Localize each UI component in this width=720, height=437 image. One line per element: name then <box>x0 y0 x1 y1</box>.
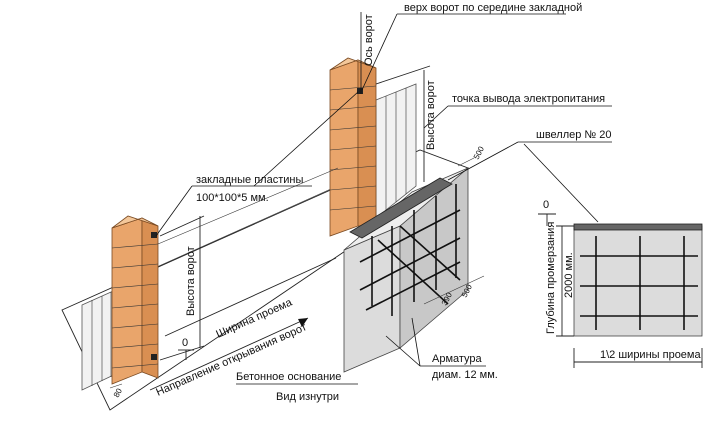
power-leader <box>423 105 449 129</box>
rebar-leader <box>411 317 421 367</box>
label-rebar: Арматура <box>432 353 483 365</box>
section-rebar <box>580 236 698 330</box>
right-pillar-top <box>329 57 377 71</box>
label-freeze-depth-value: 2000 мм. <box>563 252 575 298</box>
left-pillar-top <box>111 215 159 229</box>
right-embedded-plate <box>357 88 363 94</box>
top-center-leader <box>361 13 398 91</box>
left-height-dim-tick <box>159 345 205 361</box>
channel-beam <box>349 177 453 239</box>
label-freeze-depth: Глубина промерзания <box>545 222 557 334</box>
label-zero-left: 0 <box>182 337 188 349</box>
opening-width-dim <box>157 167 339 245</box>
section-channel <box>573 223 703 231</box>
label-rebar-diam: диам. 12 мм. <box>432 369 498 381</box>
label-zero-right: 0 <box>543 199 549 211</box>
label-channel: швеллер № 20 <box>536 129 612 141</box>
label-dim-500-top: 500 <box>472 144 486 160</box>
opening-direction-arrow <box>149 317 309 391</box>
label-gate-axis: Ось ворот <box>363 14 375 66</box>
opening-width-dim <box>164 257 337 337</box>
label-top-center: верх ворот по середине закладной <box>404 2 582 14</box>
rebar-leader <box>385 335 421 367</box>
label-concrete-base: Бетонное основание <box>236 371 341 383</box>
plates-leader <box>155 185 193 237</box>
right-height-dim-tick <box>375 65 431 85</box>
right-pillar-mortar <box>329 85 377 211</box>
left-pillar-mortar <box>111 243 159 369</box>
label-power-point: точка вывода электропитания <box>452 93 605 105</box>
left-height-dim-tick <box>159 215 205 237</box>
label-gate-height-left: Высота ворот <box>185 246 197 316</box>
left-embedded-plate-top <box>151 232 157 238</box>
channel-leader-right <box>523 143 599 223</box>
left-pillar-front <box>111 217 143 385</box>
channel-leader <box>447 141 519 181</box>
label-inside-view: Вид изнутри <box>276 391 339 403</box>
rebar-cage <box>359 184 461 316</box>
left-embedded-plate-bottom <box>151 354 157 360</box>
label-embedded-plates: закладные пластины <box>196 174 303 186</box>
dim-80-line <box>109 383 123 389</box>
label-dim-80: 80 <box>112 386 124 399</box>
opening-direction-arrowhead <box>298 318 308 327</box>
label-gate-height-right: Высота ворот <box>425 80 437 150</box>
dim-500-top-line <box>457 157 475 167</box>
plates-leader <box>253 91 359 187</box>
label-plate-size: 100*100*5 мм. <box>196 192 269 204</box>
dim-390-line <box>423 275 485 305</box>
section-block <box>573 225 703 337</box>
label-half-width: 1\2 ширины проема <box>600 349 701 361</box>
